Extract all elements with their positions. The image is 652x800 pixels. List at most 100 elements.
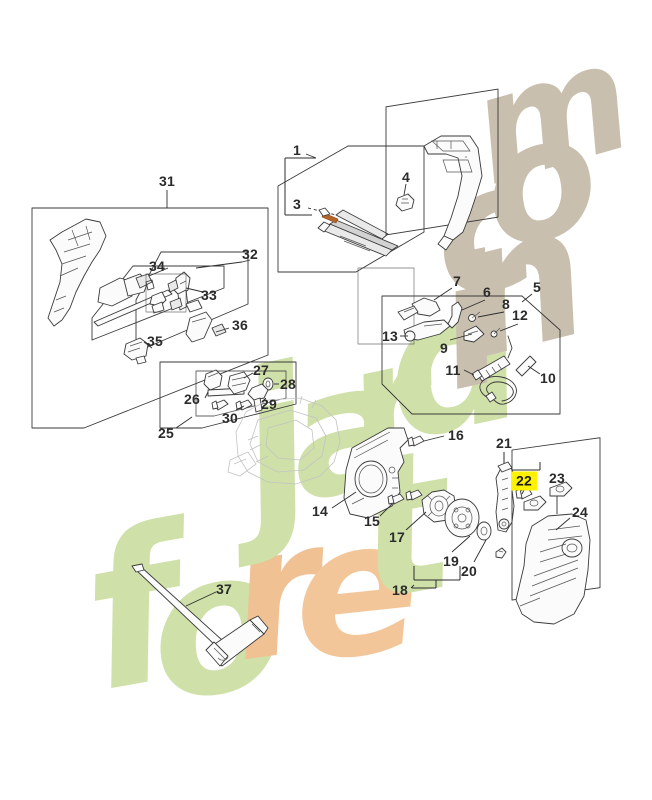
part-9-pin-sleeve [463,325,485,343]
leader-33 [185,287,204,293]
leader-29 [261,397,267,403]
leader-27 [243,372,254,379]
leader-14 [331,491,357,509]
part-8-pin [468,311,481,322]
leader-35 [143,341,153,349]
part-3-file [317,219,399,257]
callout-label-22-highlighted: 22 [511,471,537,491]
part-29-lever [247,383,269,413]
part-22-tensioner-screw [515,487,533,500]
leader-17 [405,511,427,531]
callout-label-26: 26 [184,391,200,407]
callout-label-12: 12 [512,307,528,323]
leader-18 [410,584,415,589]
part-10-brake-band [479,355,537,405]
part-6-hook [447,301,463,329]
callout-label-1: 1 [293,142,301,158]
part-20-washer [476,521,492,541]
leader-36 [215,327,230,333]
leader-6 [461,299,486,311]
leader-5 [521,293,533,303]
callout-label-33: 33 [201,287,217,303]
callout-label-17: 17 [389,529,405,545]
part-13-brake-band-link [403,319,451,342]
callout-label-15: 15 [364,513,380,529]
callout-label-36: 36 [232,317,248,333]
callout-label-3: 3 [293,196,301,212]
part-handguard [423,135,483,251]
part-11-brake-spring [471,335,513,382]
part-3-screwdriver [318,207,389,240]
callout-label-27: 27 [253,362,269,378]
callout-label-16: 16 [448,427,464,443]
callout-label-5: 5 [533,279,541,295]
callout-label-25: 25 [158,425,174,441]
callout-label-31: 31 [159,173,175,189]
leader-12 [499,323,519,332]
leader-15 [379,503,393,517]
group-box-31 [31,207,269,429]
callout-label-29: 29 [261,396,277,412]
leader-8 [477,311,505,318]
callout-label-19: 19 [443,553,459,569]
group-box-23 [511,437,601,601]
leader-24 [555,517,571,531]
callout-label-34: 34 [149,258,165,274]
callout-label-18: 18 [392,582,408,598]
part-37-combi-wrench [131,563,269,667]
part-23-nut-b [549,481,573,497]
leader-22 [521,489,525,495]
leader-20 [473,539,487,563]
leader-26 [204,391,209,399]
callout-label-30: 30 [222,410,238,426]
callout-label-8: 8 [502,296,510,312]
group-box-1 [277,145,425,273]
part-crankcase-ghost [227,395,341,485]
bracket-1-3 [284,157,316,216]
callout-label-9: 9 [440,340,448,356]
part-15-screws [387,489,423,505]
callout-label-35: 35 [147,333,163,349]
callout-label-23: 23 [549,470,565,486]
callout-label-14: 14 [312,503,328,519]
leader-11 [463,369,475,376]
callout-label-21: 21 [496,435,512,451]
part-34-trigger [97,273,153,307]
part-31-handle-shell [47,218,107,327]
callout-label-7: 7 [453,273,461,289]
leader-9 [449,333,473,341]
part-19-clutch-drum [444,498,480,538]
part-35-switch [123,337,149,365]
part-23-nut-a [523,495,547,511]
bracket-18-19-20 [412,566,461,589]
leader-16 [423,435,445,442]
group-box-5 [357,267,561,415]
leader-25 [175,416,193,429]
leader-4 [403,183,407,196]
part-18-circlip [495,547,507,559]
part-30-screws [211,399,253,411]
leader-1 [305,153,317,159]
callout-label-24: 24 [572,504,588,520]
callout-label-11: 11 [445,362,461,378]
callout-label-37: 37 [216,581,232,597]
part-4-cap [395,193,415,212]
part-12-rivet [490,327,501,338]
leader-19 [451,535,471,553]
leader-32 [195,259,251,269]
callout-label-32: 32 [242,246,258,262]
leader-37 [185,591,217,607]
group-box-34 [91,265,225,341]
part-24-side-cover [515,513,591,625]
group-box-handguard [385,88,499,236]
callout-label-6: 6 [483,284,491,300]
leader-7 [433,287,453,301]
box-34-sub [145,273,187,313]
part-36-switch-body [185,299,227,343]
callout-label-10: 10 [540,370,556,386]
callout-label-4: 4 [402,169,410,185]
leader-30 [235,405,245,411]
